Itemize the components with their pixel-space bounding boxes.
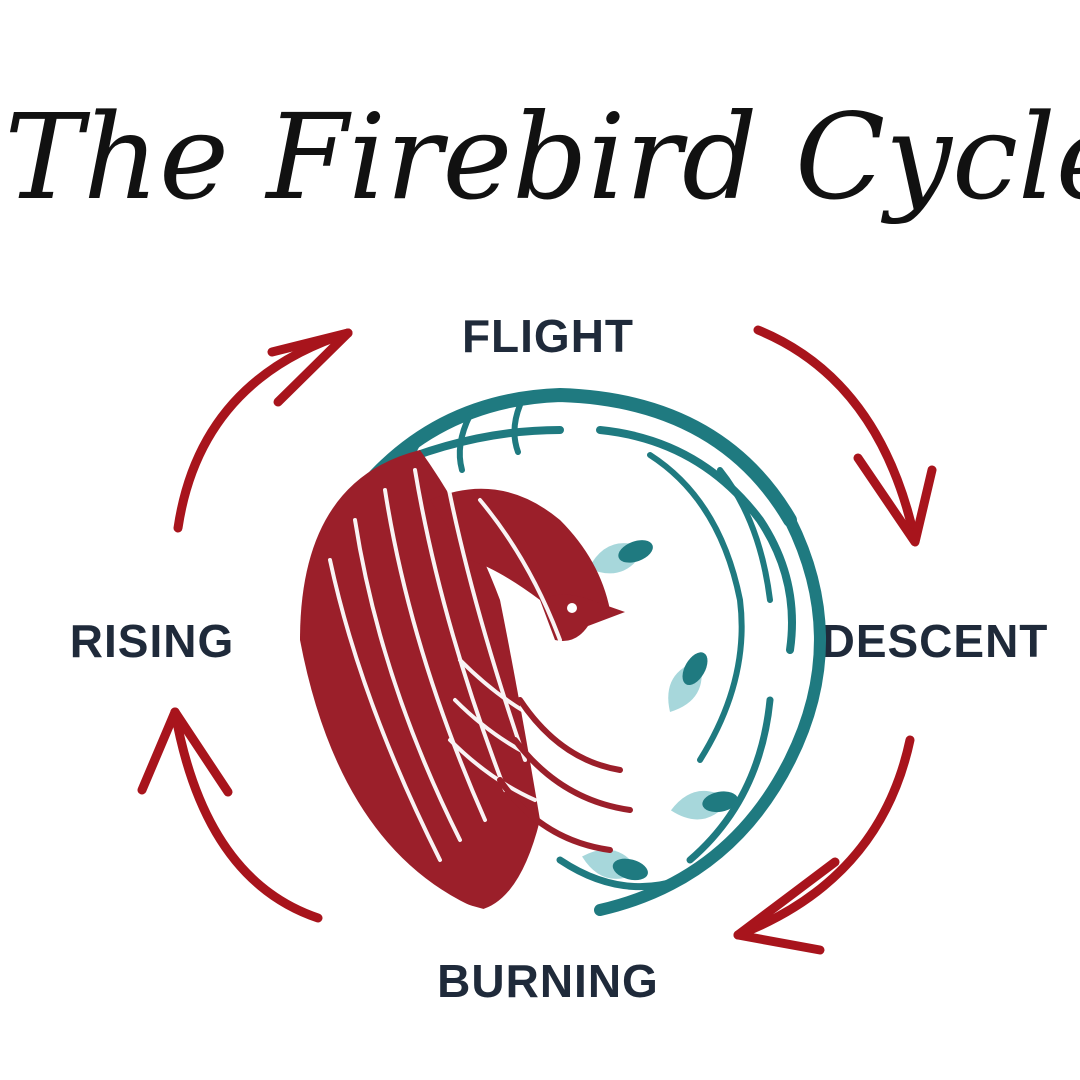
stage-label-flight: FLIGHT [462, 310, 634, 362]
arrow-rising-to-flight [178, 333, 348, 528]
phoenix-body [300, 450, 630, 910]
stage-label-descent: DESCENT [822, 615, 1049, 667]
stage-label-rising: RISING [70, 615, 234, 667]
arrow-descent-to-burning [738, 740, 910, 950]
phoenix-emblem [300, 395, 820, 910]
cycle-arrows [142, 330, 932, 950]
arrow-burning-to-rising [142, 712, 318, 918]
stage-label-burning: BURNING [437, 955, 659, 1007]
diagram-title: The Firebird Cycle [4, 88, 1080, 226]
